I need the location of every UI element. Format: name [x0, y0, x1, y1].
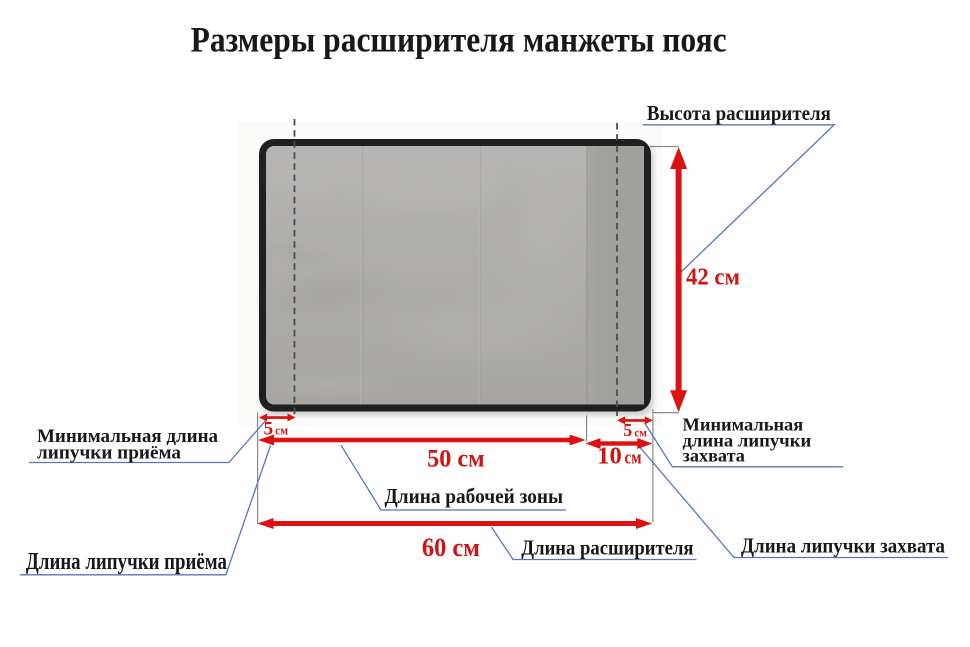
svg-text:Длина расширителя: Длина расширителя [521, 535, 693, 559]
svg-text:см: см [634, 426, 647, 440]
svg-text:Высота расширителя: Высота расширителя [647, 101, 831, 125]
svg-text:длина липучки: длина липучки [683, 430, 812, 450]
svg-text:Длина липучки приёма: Длина липучки приёма [26, 549, 227, 575]
svg-text:липучки приёма: липучки приёма [37, 442, 182, 463]
svg-text:Минимальная: Минимальная [683, 414, 804, 434]
svg-text:60 см: 60 см [422, 532, 480, 562]
svg-text:5: 5 [264, 419, 273, 440]
svg-text:Длина липучки захвата: Длина липучки захвата [741, 534, 945, 558]
svg-text:см: см [625, 449, 642, 469]
svg-text:Размеры расширителя манжеты по: Размеры расширителя манжеты пояс [191, 19, 727, 59]
svg-text:Длина рабочей зоны: Длина рабочей зоны [385, 484, 564, 508]
svg-text:5: 5 [623, 420, 632, 440]
svg-text:10: 10 [597, 443, 622, 470]
svg-text:42 см: 42 см [686, 265, 740, 291]
svg-text:см: см [275, 423, 288, 437]
svg-text:50 см: 50 см [427, 443, 485, 472]
svg-text:захвата: захвата [683, 446, 745, 466]
svg-text:Минимальная длина: Минимальная длина [37, 426, 219, 447]
